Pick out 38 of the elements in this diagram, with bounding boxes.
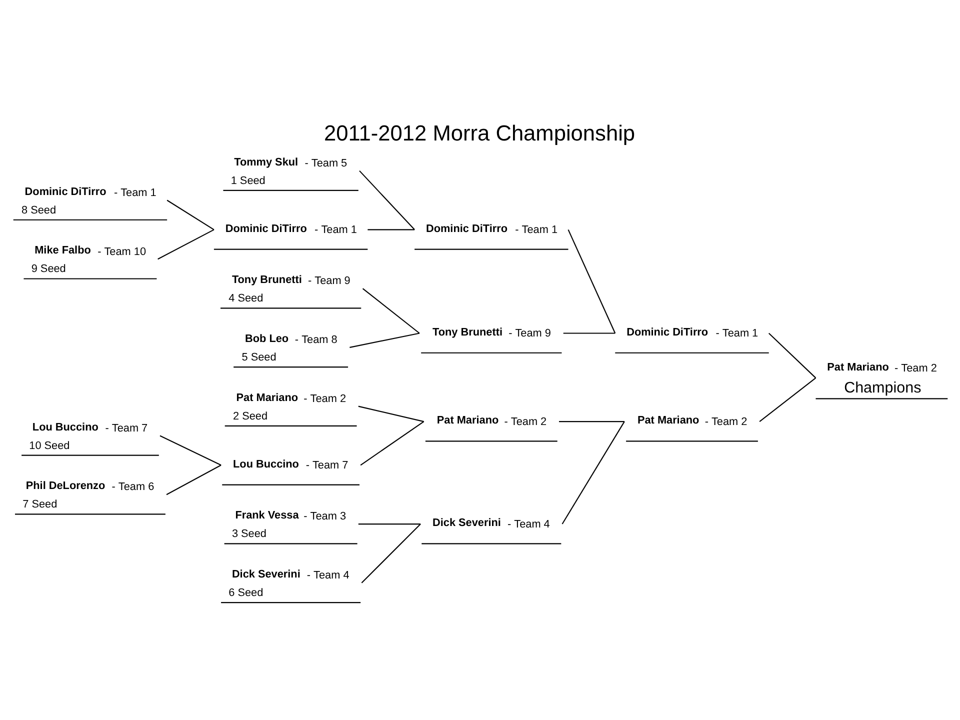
connector [166, 464, 221, 495]
connector [358, 522, 420, 524]
connector [358, 405, 424, 422]
connector [360, 420, 424, 466]
connector [562, 332, 615, 334]
connector [362, 288, 420, 334]
node-text: Lou Buccino - Team 7 10 Seed [28, 420, 148, 452]
connector [166, 199, 214, 230]
node-text: Dick Severini - Team 4 [432, 516, 550, 530]
connector [159, 434, 221, 466]
connector [358, 170, 414, 230]
node-text: Mike Falbo - Team 10 9 Seed [30, 244, 146, 275]
node-text: Lou Buccino - Team 7 [232, 458, 348, 471]
node-text: Tony Brunetti - Team 9 4 Seed [228, 274, 350, 304]
diagram-title: 2011-2012 Morra Championship [324, 120, 635, 145]
connector [367, 228, 414, 230]
node-text: Pat Mariano - Team 2 Champions [826, 360, 936, 396]
node-text: Pat Mariano - Team 2 [436, 414, 546, 428]
node-text: Pat Mariano - Team 2 2 Seed [232, 391, 346, 422]
connector [558, 420, 624, 422]
node-text: Tommy Skul - Team 5 1 Seed [230, 156, 347, 186]
node-text: Frank Vessa - Team 3 3 Seed [231, 509, 346, 540]
node-text: Dominic DiTirro - Team 1 [224, 222, 356, 236]
connector [360, 523, 420, 583]
node-text: Pat Mariano - Team 2 [636, 414, 747, 428]
connector [157, 228, 214, 260]
connector [567, 228, 616, 333]
node-text: Dominic DiTirro - Team 1 8 Seed [21, 185, 156, 216]
node-text: Dick Severini - Team 4 6 Seed [228, 568, 349, 598]
node-text: Phil DeLorenzo - Team 6 7 Seed [22, 480, 154, 510]
connector [758, 377, 816, 422]
node-text: Bob Leo - Team 8 5 Seed [241, 332, 337, 363]
node-text: Tony Brunetti - Team 9 [432, 326, 550, 340]
node-text: Dominic DiTirro - Team 1 [425, 222, 558, 236]
connector [561, 420, 624, 524]
connector [768, 332, 816, 378]
node-text: Dominic DiTirro - Team 1 [626, 326, 758, 340]
connector [349, 332, 420, 348]
